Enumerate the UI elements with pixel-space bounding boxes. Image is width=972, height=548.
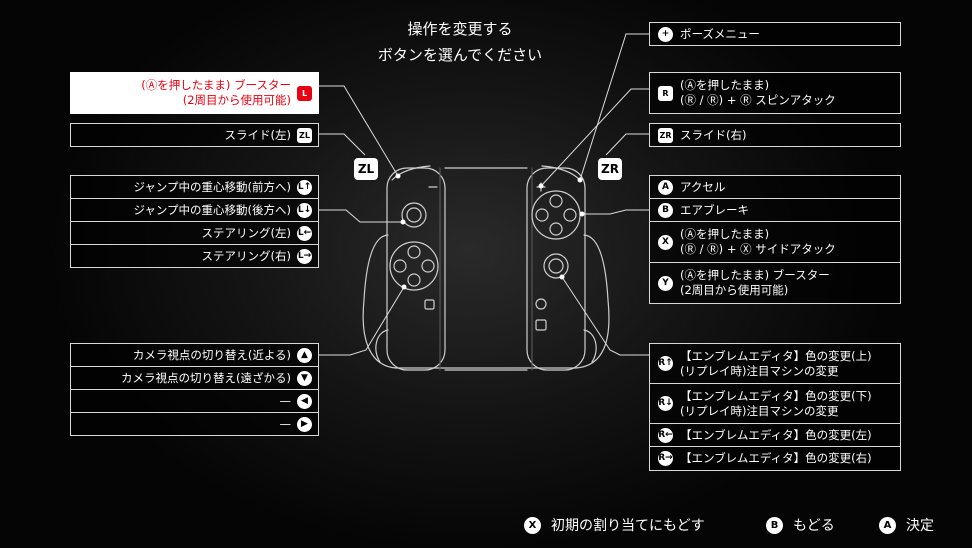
mapping-steer-left[interactable]: ステアリング(左) L← (70, 221, 319, 245)
mapping-label: — (279, 416, 292, 431)
dpad-up-icon: ▲ (297, 347, 312, 363)
mapping-label: アクセル (680, 179, 726, 194)
reset-defaults-label: 初期の割り当てにもどす (551, 518, 705, 534)
confirm-label: 決定 (906, 518, 934, 534)
mapping-emblem-up[interactable]: R↑ 【エンブレムエディタ】色の変更(上) (リプレイ時)注目マシンの変更 (649, 343, 901, 384)
a-button-icon: A (879, 516, 896, 534)
instruction-line-1: 操作を変更する (407, 20, 513, 38)
left-joycon-outline (386, 167, 446, 371)
stick-tilt-up-icon: L↑ (297, 179, 312, 195)
mapping-label: (Ⓐを押したまま) ブースター (2周目から使用可能) (680, 268, 830, 297)
y-button-icon: Y (658, 275, 673, 291)
mapping-label: ジャンプ中の重心移動(前方へ) (133, 179, 291, 194)
mapping-label: (Ⓐを押したまま) ブースター (2周目から使用可能) (141, 78, 291, 107)
mapping-steer-right[interactable]: ステアリング(右) L→ (70, 244, 319, 268)
zl-button-icon: ZL (297, 127, 312, 143)
right-stick (543, 253, 569, 279)
mapping-label: 【エンブレムエディタ】色の変更(下) (リプレイ時)注目マシンの変更 (680, 388, 872, 418)
mapping-emblem-left[interactable]: R← 【エンブレムエディタ】色の変更(左) (649, 423, 901, 447)
plus-button-icon: + (658, 26, 673, 42)
mapping-side-attack[interactable]: X (Ⓐを押したまま) (Ⓡ / Ⓡ) + Ⓧ サイドアタック (649, 221, 901, 263)
b-button-icon: B (658, 202, 673, 218)
mapping-label: カメラ視点の切り替え(遠ざかる) (121, 370, 291, 385)
zr-button-icon: ZR (658, 127, 673, 143)
r-stick-left-icon: R← (658, 427, 673, 443)
mapping-dpad-right[interactable]: — ▶ (70, 412, 319, 436)
b-button-icon: B (766, 516, 783, 534)
zl-shoulder-label: ZL (354, 158, 378, 180)
mapping-emblem-down[interactable]: R↓ 【エンブレムエディタ】色の変更(下) (リプレイ時)注目マシンの変更 (649, 383, 901, 424)
back-label: もどる (793, 518, 835, 534)
r-stick-up-icon: R↑ (658, 356, 673, 371)
mapping-label: エアブレーキ (680, 202, 749, 217)
dpad-down-icon: ▼ (297, 370, 312, 386)
controller-grip-outline (362, 234, 610, 369)
mapping-air-brake[interactable]: B エアブレーキ (649, 198, 901, 222)
dpad-right-icon: ▶ (297, 416, 312, 432)
stick-tilt-down-icon: L↓ (297, 202, 312, 218)
mapping-jump-back[interactable]: ジャンプ中の重心移動(後方へ) L↓ (70, 198, 319, 222)
zr-shoulder-label: ZR (598, 158, 622, 180)
mapping-jump-forward[interactable]: ジャンプ中の重心移動(前方へ) L↑ (70, 175, 319, 199)
mapping-emblem-right[interactable]: R→ 【エンブレムエディタ】色の変更(右) (649, 446, 901, 471)
r-stick-right-icon: R→ (658, 451, 673, 466)
mapping-label: (Ⓐを押したまま) (Ⓡ / Ⓡ) + Ⓧ サイドアタック (680, 227, 836, 256)
r-button-icon: R (658, 85, 673, 101)
mapping-label: 【エンブレムエディタ】色の変更(上) (リプレイ時)注目マシンの変更 (680, 348, 872, 378)
mapping-booster-right[interactable]: Y (Ⓐを押したまま) ブースター (2周目から使用可能) (649, 262, 901, 304)
dpad-left-icon: ◀ (297, 393, 312, 409)
mapping-label: 【エンブレムエディタ】色の変更(右) (680, 451, 872, 465)
right-joycon-outline (526, 167, 586, 371)
mapping-camera-near[interactable]: カメラ視点の切り替え(近よる) ▲ (70, 343, 319, 367)
mapping-label: スライド(右) (680, 127, 747, 142)
mapping-accel[interactable]: A アクセル (649, 175, 901, 199)
x-button-icon: X (658, 234, 673, 250)
stick-tilt-right-icon: L→ (297, 248, 312, 264)
confirm-button[interactable]: A 決定 (879, 514, 934, 536)
mapping-pause[interactable]: + ポーズメニュー (649, 22, 901, 46)
x-button-icon: X (524, 516, 541, 534)
reset-defaults-button[interactable]: X 初期の割り当てにもどす (524, 514, 705, 536)
mapping-label: ポーズメニュー (680, 26, 760, 41)
mapping-dpad-left[interactable]: — ◀ (70, 389, 319, 413)
mapping-booster-left[interactable]: (Ⓐを押したまま) ブースター (2周目から使用可能) L (70, 72, 319, 114)
mapping-label: (Ⓐを押したまま) (Ⓡ / Ⓡ) + Ⓡ スピンアタック (680, 78, 836, 107)
mapping-label: — (279, 393, 292, 408)
a-button-icon: A (658, 179, 673, 195)
stick-tilt-left-icon: L← (297, 225, 312, 241)
mapping-label: カメラ視点の切り替え(近よる) (132, 347, 291, 362)
mapping-label: スライド(左) (224, 127, 291, 142)
r-stick-down-icon: R↓ (658, 396, 673, 411)
left-stick (401, 202, 427, 228)
back-button[interactable]: B もどる (766, 514, 835, 536)
mapping-label: 【エンブレムエディタ】色の変更(左) (680, 427, 872, 442)
mapping-camera-far[interactable]: カメラ視点の切り替え(遠ざかる) ▼ (70, 366, 319, 390)
l-button-icon: L (297, 85, 312, 101)
mapping-label: ジャンプ中の重心移動(後方へ) (133, 202, 291, 217)
mapping-slide-right[interactable]: ZR スライド(右) (649, 123, 901, 147)
instruction-line-2: ボタンを選んでください (377, 46, 543, 64)
mapping-label: ステアリング(右) (201, 248, 291, 263)
mapping-label: ステアリング(左) (201, 225, 291, 240)
mapping-slide-left[interactable]: スライド(左) ZL (70, 123, 319, 147)
mapping-spin-attack[interactable]: R (Ⓐを押したまま) (Ⓡ / Ⓡ) + Ⓡ スピンアタック (649, 72, 901, 114)
